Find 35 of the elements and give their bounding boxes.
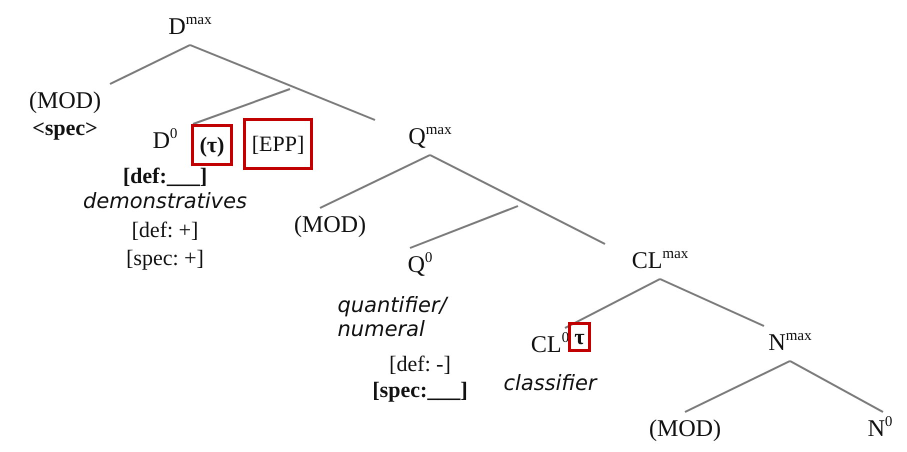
category-label: D$^{max}$ [168,14,212,41]
tree-branch [564,278,660,329]
feature-label: τ [574,326,585,348]
category-label: (MOD) [29,88,101,115]
feature-label: [def: -] [389,351,451,377]
gloss-label: classifier [503,371,597,395]
tree-branch [192,88,290,125]
feature-label: <spec> [32,115,98,141]
tree-branch [320,154,430,209]
gloss-label: demonstratives [83,189,247,213]
category-label: (MOD) [294,212,366,239]
feature-label: [EPP] [252,133,304,155]
tree-branch [790,360,884,413]
tree-branch [190,44,376,121]
tree-branch [410,205,518,249]
feature-label: [spec: +] [126,245,204,271]
feature-label: [spec:___] [372,377,468,403]
feature-label: [def:___] [122,163,208,189]
category-label: Q$^{max}$ [408,124,452,151]
feature-label: (τ) [200,134,224,156]
category-label: N$^{max}$ [768,330,812,357]
tree-branch [684,360,790,413]
category-label: Q$^{0}$ [408,252,432,279]
highlight-box [568,322,591,352]
highlight-box [243,118,313,170]
tree-branch [110,44,190,85]
tree-branch [430,154,606,245]
highlight-box [191,124,233,166]
feature-label: [def: +] [132,217,198,243]
category-label: (MOD) [649,416,721,443]
category-label: D$^{0}$ [152,128,178,155]
tree-branch [660,278,764,327]
category-label: CL$^{max}$ [632,248,688,275]
gloss-label: quantifier/ numeral [338,293,450,341]
category-label: N$^{0}$ [868,416,892,443]
